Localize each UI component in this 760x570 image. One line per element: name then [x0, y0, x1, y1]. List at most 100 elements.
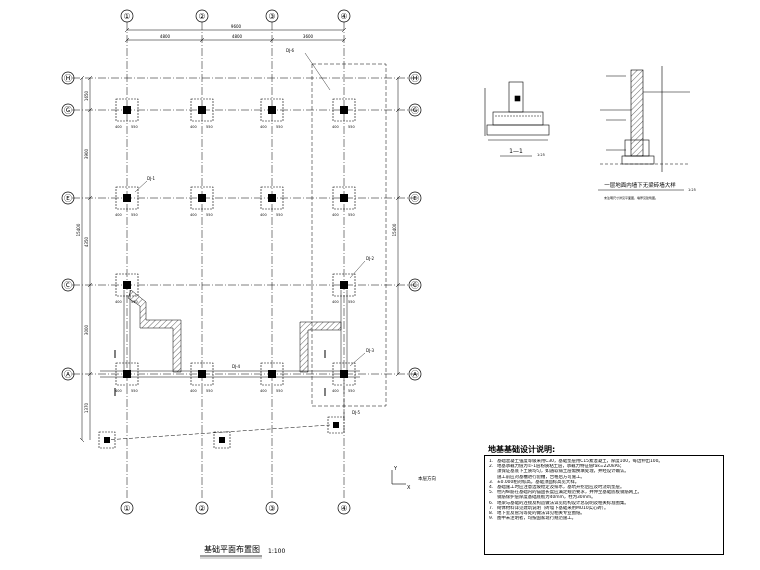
grid-col-label: ② — [198, 504, 205, 513]
svg-text:550: 550 — [131, 125, 138, 129]
note-item: 2.地基承载力值为②-1层粉质粘土层，承载力特征值fak=220kPa； — [489, 464, 625, 470]
grid-col-label: ④ — [340, 12, 347, 21]
svg-text:400: 400 — [332, 125, 339, 129]
svg-text:Ⓗ: Ⓗ — [64, 74, 72, 83]
note-item: 钢筋保护层厚度基础底板为40mm，柱为30mm。 — [497, 495, 596, 501]
grid-col-label: ① — [123, 504, 130, 513]
dim-right-total: 15400 — [392, 223, 397, 236]
grid-bubbles-top: ① ② ③ ④ — [120, 9, 351, 23]
svg-text:400: 400 — [190, 389, 197, 393]
svg-text:550: 550 — [348, 389, 355, 393]
svg-text:400: 400 — [332, 389, 339, 393]
grid-col-label: ③ — [268, 12, 275, 21]
footings: 400 550 400 550 400 550 400 550 400 550 400 550 400 5… — [98, 98, 356, 449]
svg-text:550: 550 — [348, 213, 355, 217]
svg-text:400: 400 — [260, 389, 267, 393]
footing: 400 550 — [260, 186, 284, 217]
footing-label: DJ-2 — [366, 256, 375, 261]
svg-text:400: 400 — [332, 300, 339, 304]
dim-bay: 3600 — [303, 34, 314, 39]
svg-text:Ⓔ: Ⓔ — [64, 194, 72, 203]
axis-indicator — [391, 470, 406, 485]
footing-label: DJ-6 — [286, 48, 295, 53]
svg-text:400: 400 — [260, 125, 267, 129]
grid-col-label: ③ — [268, 504, 275, 513]
note-item: 施工前应对基槽进行验槽，合格后方可施工。 — [497, 474, 585, 480]
footing — [98, 431, 116, 449]
grid-col-label: ② — [198, 12, 205, 21]
wall-section-note: 未注明尺寸详见平面图，墙厚见建筑图。 — [604, 195, 658, 200]
note-item: 8.地下室及管沟等处的做法详见相关专业图纸。 — [489, 511, 585, 517]
note-item: 7.砌体材料详见建筑说明（砖墙下基础采用MU10实心砖）。 — [489, 505, 609, 511]
svg-text:550: 550 — [131, 213, 138, 217]
footing — [213, 431, 231, 449]
footing-label: DJ-5 — [352, 410, 361, 415]
svg-text:400: 400 — [115, 125, 122, 129]
ground-beams — [100, 290, 360, 441]
axis-x-label: X — [407, 485, 411, 491]
plan-title: 基础平面布置图 — [204, 544, 260, 554]
svg-text:Ⓔ: Ⓔ — [411, 194, 419, 203]
svg-text:400: 400 — [115, 300, 122, 304]
svg-text:Ⓒ: Ⓒ — [411, 281, 419, 290]
dim-left: 1370 — [84, 402, 89, 413]
dim-bay: 4800 — [160, 34, 171, 39]
footing: 400 550 — [332, 362, 356, 393]
svg-text:400: 400 — [190, 125, 197, 129]
svg-text:400: 400 — [260, 213, 267, 217]
section-1-scale: 1:25 — [537, 153, 545, 157]
dim-total-width: 9600 — [231, 24, 242, 29]
svg-text:Ⓐ: Ⓐ — [64, 370, 72, 379]
north-label: 本层方向 — [418, 475, 436, 482]
note-item: 9.图中未注明者，均按国家现行规范施工。 — [489, 516, 577, 522]
dim-left: 4350 — [84, 236, 89, 247]
plan-scale: 1:100 — [268, 548, 285, 555]
footing-label: DJ-1 — [147, 176, 156, 181]
svg-text:550: 550 — [276, 125, 283, 129]
section-marks — [114, 350, 326, 396]
grid-row-labels: Ⓗ Ⓖ Ⓔ Ⓒ Ⓐ Ⓗ Ⓖ Ⓔ Ⓒ Ⓐ — [64, 74, 419, 379]
grid-bubbles-bottom: ① ② ③ ④ — [120, 501, 351, 515]
svg-text:400: 400 — [115, 213, 122, 217]
note-item: 须保证基底下土质均匀，如遇软弱土层需换填处理，并经设计确认。 — [497, 469, 629, 475]
section-1-label: 1—1 — [509, 148, 523, 155]
svg-text:400: 400 — [332, 213, 339, 217]
svg-text:550: 550 — [276, 389, 283, 393]
dim-bay: 4800 — [232, 34, 243, 39]
svg-text:550: 550 — [276, 213, 283, 217]
notes-title: 地基基础设计说明: — [488, 445, 556, 454]
detail-boundary — [311, 63, 387, 407]
footing — [327, 416, 345, 434]
svg-text:550: 550 — [348, 300, 355, 304]
axis-y-label: Y — [393, 466, 398, 472]
svg-text:Ⓖ: Ⓖ — [64, 106, 72, 115]
footing: 400 550 — [260, 362, 284, 393]
footing: 400 550 — [332, 186, 356, 217]
footing-tags: DJ-1 DJ-2 DJ-3 DJ-4 DJ-5 DJ-6 — [134, 48, 375, 415]
footing-label: DJ-4 — [232, 364, 241, 369]
dimension-left — [79, 75, 93, 443]
grid-col-label: ① — [123, 12, 130, 21]
dim-left: 3900 — [84, 148, 89, 159]
svg-text:Ⓗ: Ⓗ — [411, 74, 419, 83]
grid-col-label: ④ — [340, 504, 347, 513]
svg-text:550: 550 — [348, 125, 355, 129]
svg-text:Ⓖ: Ⓖ — [411, 106, 419, 115]
dimension-top — [124, 27, 347, 43]
note-item: 1.基础混凝土强度等级采用C30，基础垫层用C15素混凝土，厚度100，每边伸出… — [489, 459, 663, 464]
wall-section-detail — [600, 66, 690, 172]
footing: 400 550 — [332, 273, 356, 304]
footing: 400 550 — [115, 98, 139, 129]
brick-walls — [127, 289, 342, 373]
dim-left: 3000 — [84, 324, 89, 335]
footing: 400 550 — [332, 98, 356, 129]
note-item: 4.基础施工时应注意边坡稳定及排水，基坑开挖后应及时浇筑垫层。 — [489, 485, 625, 491]
wall-section-scale: 1:25 — [688, 188, 696, 192]
footing-label: DJ-3 — [366, 348, 375, 353]
svg-text:Ⓐ: Ⓐ — [411, 370, 419, 379]
